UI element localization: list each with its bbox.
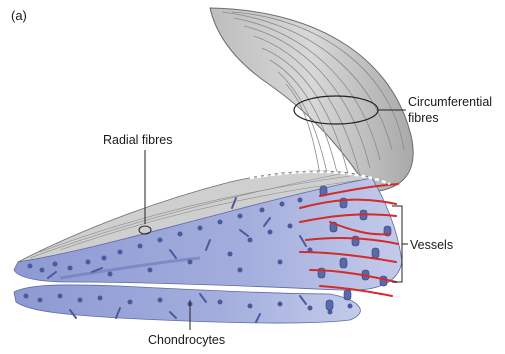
circumferential-fibres-label: Circumferential fibres	[408, 94, 492, 126]
vessels-label: Vessels	[410, 238, 453, 253]
panel-label: (a)	[11, 8, 27, 23]
circumferential-fibres-label-line1: Circumferential	[408, 94, 492, 110]
circumferential-fibre-sheet	[210, 8, 413, 192]
chondrocytes-label: Chondrocytes	[148, 333, 225, 348]
circumferential-fibres-label-line2: fibres	[408, 110, 492, 126]
radial-fibres-label: Radial fibres	[103, 133, 172, 148]
